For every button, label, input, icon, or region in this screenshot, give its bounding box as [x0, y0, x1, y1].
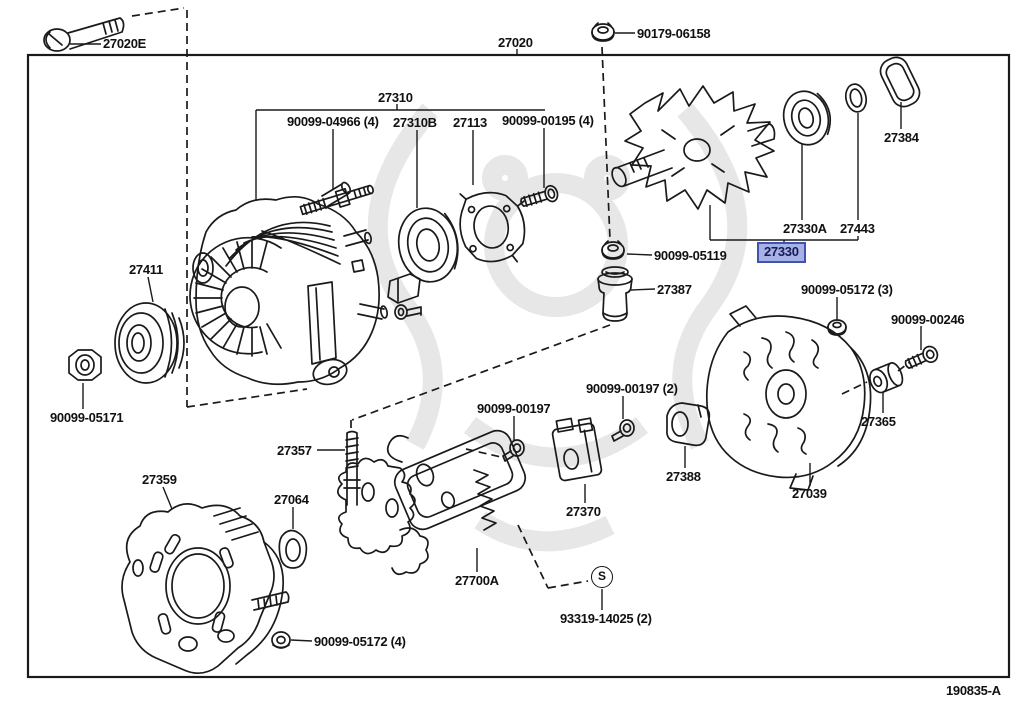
part-label-90099-05171: 90099-05171 [50, 410, 124, 425]
screw-90099-00197-2-drawing [611, 419, 635, 442]
rotor-27330-drawing [611, 85, 776, 210]
part-label-27384: 27384 [884, 130, 919, 145]
pulley-27411-drawing [114, 302, 185, 384]
insulator-27387-drawing [597, 266, 633, 322]
screw-90099-00246-drawing [904, 345, 939, 370]
part-label-27310b: 27310B [393, 115, 437, 130]
bracket-27388-drawing [666, 402, 711, 447]
rear-housing-27039-drawing [705, 305, 872, 491]
ring-27443-drawing [844, 83, 868, 113]
part-label-27330-highlighted[interactable]: 27330 [757, 242, 806, 263]
part-label-27411: 27411 [129, 262, 163, 277]
front-bracket-27359-drawing [121, 503, 290, 675]
nut-90099-05119-drawing [601, 240, 625, 260]
part-label-27357: 27357 [277, 443, 312, 458]
alternator-assembly-27020-drawing [189, 181, 388, 386]
stud-90099-04966-drawing [299, 184, 374, 216]
bolt-27020e-drawing [43, 17, 125, 52]
bearing-27310b-drawing [397, 207, 459, 283]
regulator-27370-drawing [551, 417, 603, 482]
part-label-27064: 27064 [274, 492, 309, 507]
part-label-90099-00246: 90099-00246 [891, 312, 965, 327]
part-label-27443: 27443 [840, 221, 875, 236]
part-label-90099-00195: 90099-00195 (4) [502, 113, 594, 128]
part-label-27700a: 27700A [455, 573, 499, 588]
part-label-27388: 27388 [666, 469, 701, 484]
drawing-number: 190835-A [946, 683, 1001, 698]
watermark-graphic [367, 103, 748, 552]
part-label-90099-05172-4: 90099-05172 (4) [314, 634, 406, 649]
part-label-27365: 27365 [861, 414, 896, 429]
part-label-90099-00197: 90099-00197 [477, 401, 551, 416]
nut-90099-05172-4-drawing [271, 631, 291, 649]
part-label-90099-05119: 90099-05119 [654, 248, 727, 263]
diagram-border [26, 53, 1011, 679]
part-label-90179-06158: 90179-06158 [637, 26, 711, 41]
cover-27384-drawing [879, 56, 921, 108]
part-label-27370: 27370 [566, 504, 601, 519]
nut-90179-06158-drawing [591, 22, 615, 42]
part-label-27113: 27113 [453, 115, 487, 130]
part-label-93319-14025: 93319-14025 (2) [560, 611, 652, 626]
brush-holder-drawing [337, 457, 429, 576]
nut-90099-05171-drawing [68, 349, 102, 381]
retainer-plate-27113-drawing [459, 191, 526, 263]
part-label-27330a: 27330A [783, 221, 827, 236]
part-label-90099-05172-3: 90099-05172 (3) [801, 282, 893, 297]
standard-part-symbol: S [591, 566, 613, 588]
screw-90099-00243-drawing [394, 304, 422, 320]
leader-lines [70, 32, 922, 642]
terminal-27365-drawing [869, 362, 904, 394]
bearing-27330a-drawing [782, 90, 831, 146]
part-label-27359: 27359 [142, 472, 177, 487]
part-label-90099-00197-2: 90099-00197 (2) [586, 381, 678, 396]
bracket-27389-drawing [387, 273, 421, 304]
rectifier-27700a-drawing [386, 429, 527, 531]
part-label-27020e: 27020E [103, 36, 147, 51]
part-label-27020: 27020 [498, 35, 533, 50]
stud-27357-drawing [343, 430, 361, 506]
nut-90099-05172-3-drawing [827, 319, 847, 336]
part-label-27310: 27310 [378, 90, 413, 105]
part-label-27387: 27387 [657, 282, 692, 297]
ring-27064-drawing [278, 529, 308, 569]
part-label-90099-04966: 90099-04966 (4) [287, 114, 379, 129]
part-label-27039: 27039 [792, 486, 827, 501]
